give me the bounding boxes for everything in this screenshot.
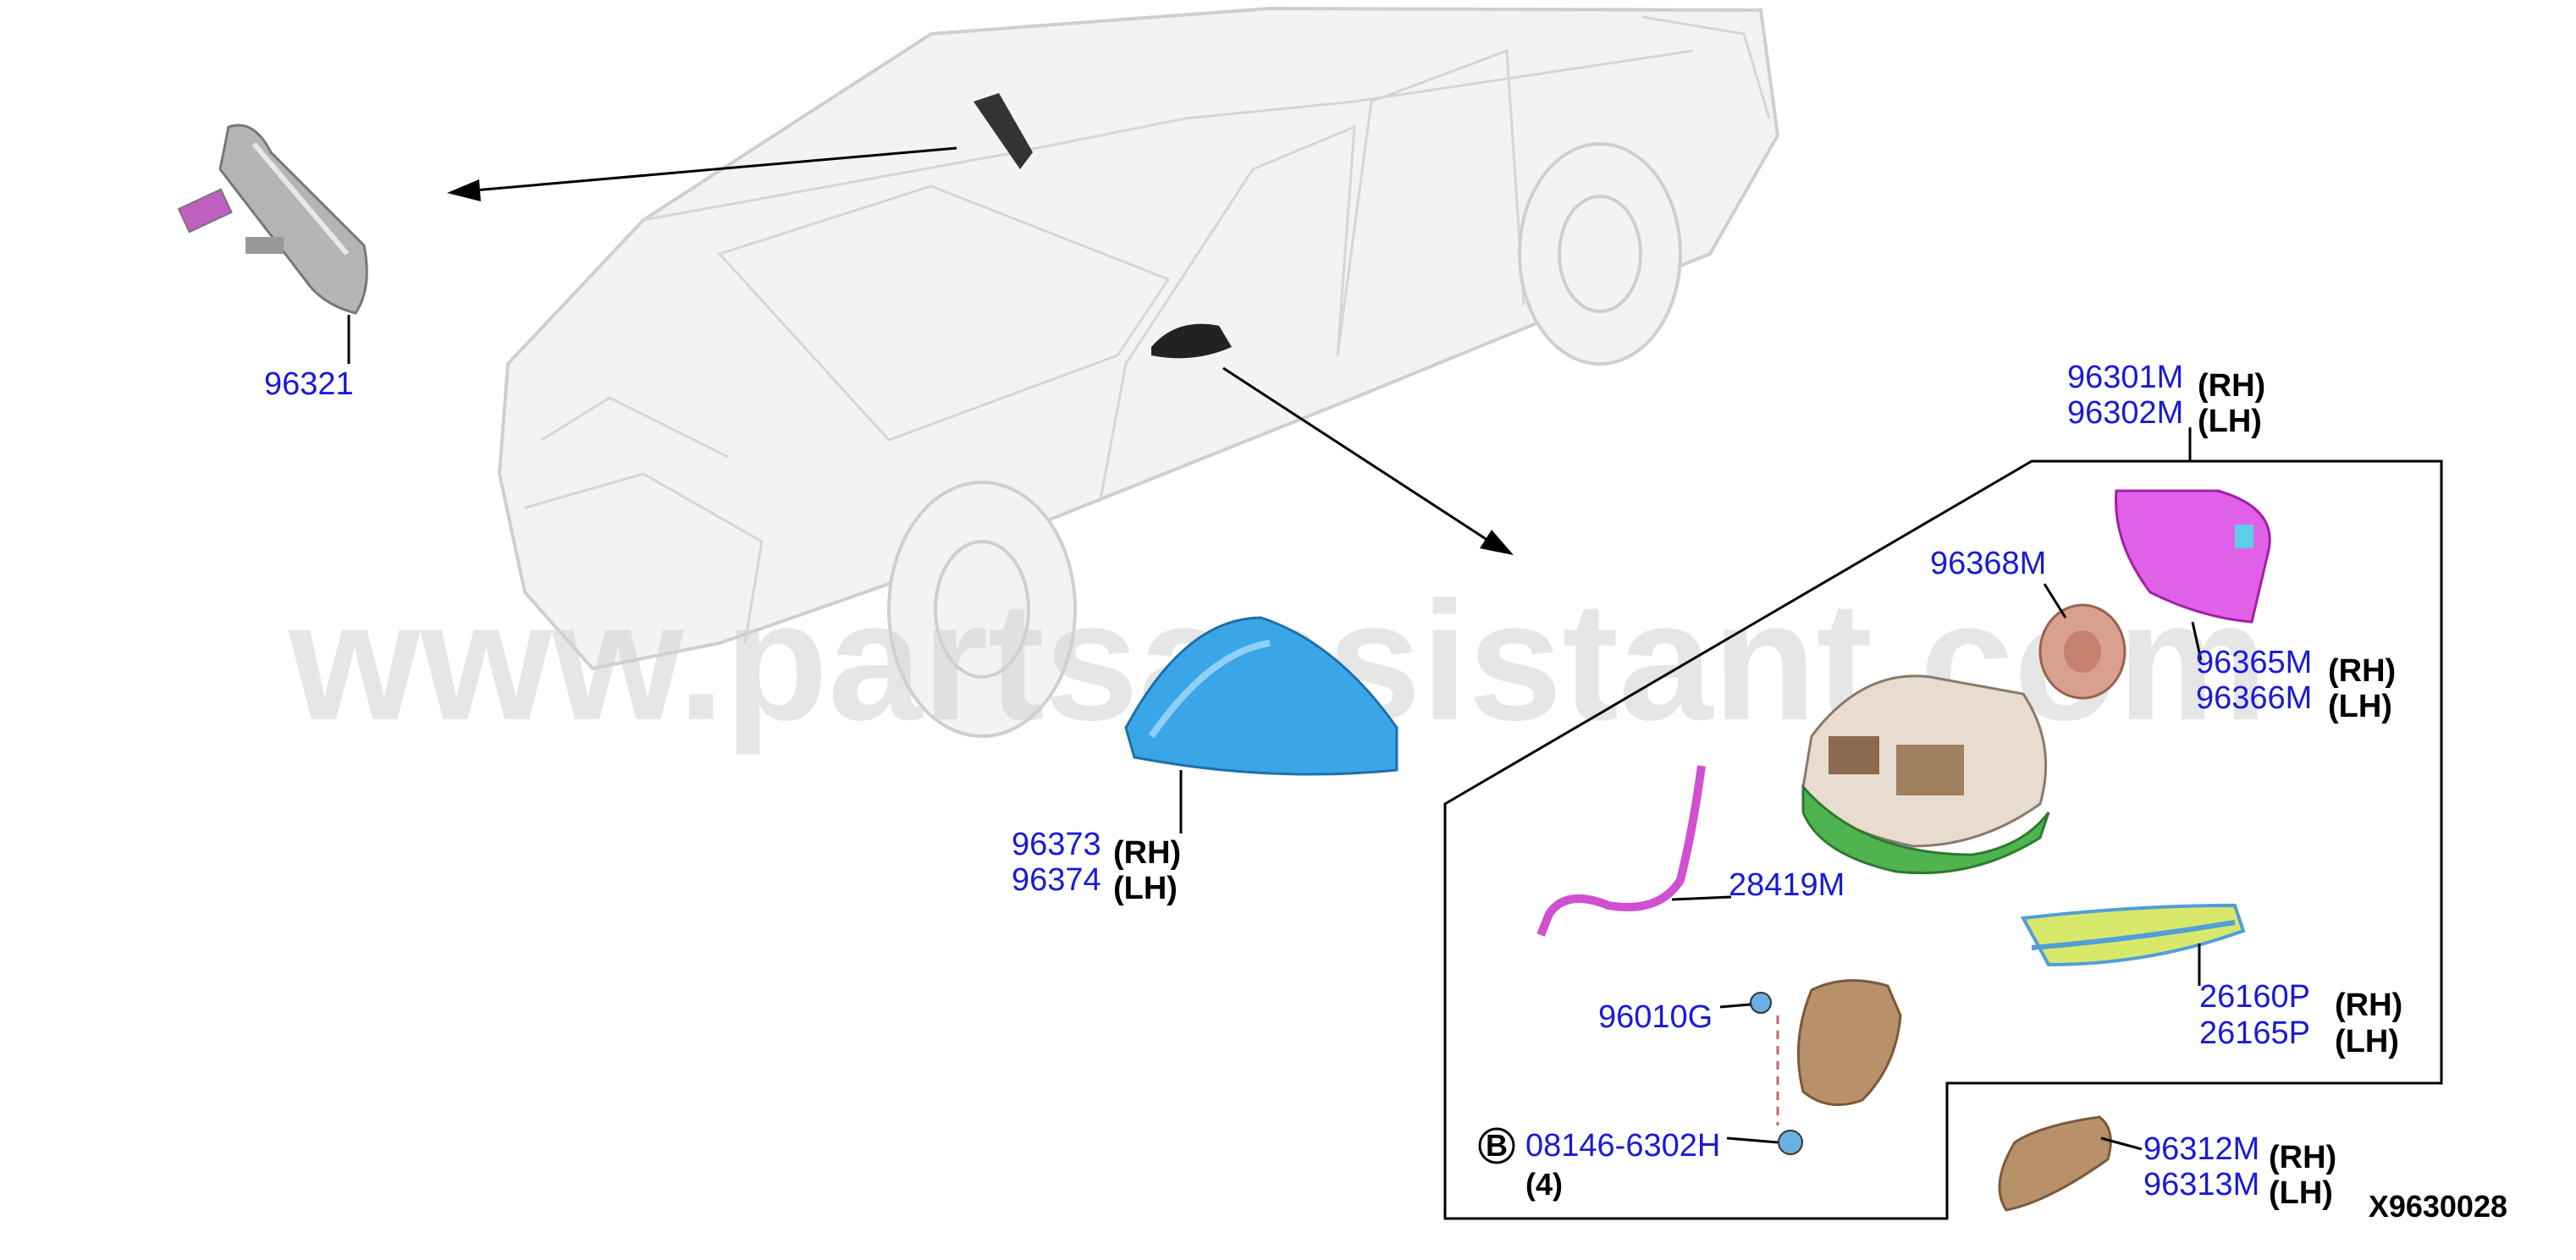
side-lh-96302M: (LH)	[2198, 404, 2262, 439]
part-number-96313M[interactable]: 96313M	[2143, 1167, 2259, 1202]
part-number-26160P[interactable]: 26160P	[2199, 979, 2310, 1015]
mirror-cover-part	[1124, 616, 1398, 776]
mirror-base-part	[1796, 979, 1902, 1107]
screw-icon	[1750, 992, 1772, 1014]
actuator-part	[2038, 603, 2126, 700]
quantity-08146-6302H: (4)	[1525, 1167, 1563, 1202]
part-number-96312M[interactable]: 96312M	[2143, 1131, 2259, 1167]
car-illustration	[497, 6, 1780, 738]
lower-cover-part	[1998, 1115, 2112, 1212]
side-lh-96374: (LH)	[1113, 871, 1178, 906]
part-number-96010G[interactable]: 96010G	[1598, 999, 1713, 1035]
part-number-96368M[interactable]: 96368M	[1930, 546, 2046, 581]
wire-harness-part	[1536, 765, 1706, 937]
side-rh-96365M: (RH)	[2328, 653, 2396, 689]
side-mirror-location	[1151, 323, 1232, 359]
part-number-96301M[interactable]: 96301M	[2067, 360, 2183, 395]
side-lh-26165P: (LH)	[2335, 1024, 2399, 1059]
bolt-icon	[1778, 1130, 1803, 1155]
part-number-96366M[interactable]: 96366M	[2196, 680, 2312, 716]
mirror-housing-part	[1801, 674, 2050, 875]
side-lh-96313M: (LH)	[2269, 1175, 2333, 1211]
part-number-26165P[interactable]: 26165P	[2199, 1015, 2310, 1051]
part-number-28419M[interactable]: 28419M	[1729, 867, 1845, 903]
bolt-badge-letter: B	[1486, 1128, 1508, 1163]
part-number-96321[interactable]: 96321	[264, 366, 354, 402]
side-rh-26160P: (RH)	[2335, 988, 2402, 1023]
part-number-08146-6302H[interactable]: 08146-6302H	[1525, 1128, 1720, 1164]
turn-lamp-part	[2020, 903, 2246, 967]
rearview-mirror-location	[974, 93, 1033, 169]
rearview-mirror-part	[177, 124, 368, 315]
part-number-96374[interactable]: 96374	[1012, 862, 1101, 898]
assembly-outline	[1443, 459, 2443, 1220]
part-number-96365M[interactable]: 96365M	[2196, 645, 2312, 680]
part-number-96302M[interactable]: 96302M	[2067, 395, 2183, 431]
mirror-glass-part	[2115, 489, 2271, 624]
diagram-reference-code: X9630028	[2369, 1189, 2507, 1224]
side-rh-96312M: (RH)	[2269, 1140, 2336, 1175]
side-rh-96373: (RH)	[1113, 835, 1181, 871]
bolt-badge-icon	[1478, 1127, 1515, 1164]
part-number-96373[interactable]: 96373	[1012, 827, 1101, 862]
side-rh-96301M: (RH)	[2198, 368, 2265, 404]
side-lh-96366M: (LH)	[2328, 689, 2392, 724]
